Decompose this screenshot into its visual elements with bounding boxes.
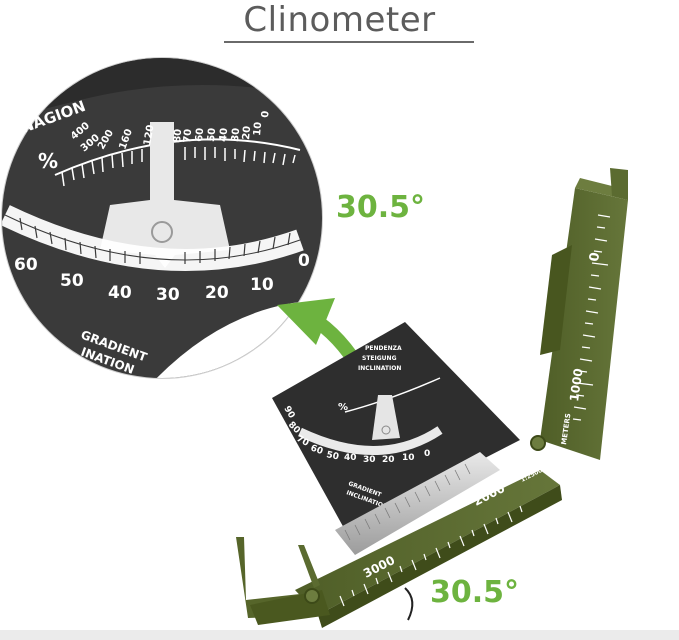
- zoom-degree-labels: 60 50 40 30 20 10 0: [14, 251, 310, 305]
- device-degree-label: 30: [363, 455, 376, 465]
- degree-label: 0: [298, 251, 310, 271]
- degree-label: 10: [250, 275, 274, 295]
- degree-label: 40: [108, 283, 132, 303]
- clinometer-device: 0 1000 METERS PENDENZA STEIGUNG INCLINAT…: [236, 168, 628, 628]
- angle-label-bottom: 30.5°: [430, 575, 520, 610]
- percent-label: 80: [172, 128, 184, 143]
- page-title: Clinometer: [243, 0, 436, 40]
- device-degree-label: 40: [344, 453, 357, 463]
- lid-zero-label: 0: [587, 252, 603, 263]
- device-degree-label: 0: [424, 449, 430, 459]
- percent-label: 10: [252, 121, 264, 136]
- device-degree-label: 60: [309, 443, 324, 457]
- device-header-line: INCLINATION: [358, 365, 401, 372]
- zoom-magnifier: INAGION % 400 300 200 160 120 80 70 60 5…: [1, 57, 323, 379]
- device-degree-label: 20: [382, 455, 395, 465]
- lid-ticks: [572, 214, 611, 421]
- compass-bezel: [335, 452, 500, 555]
- device-percent-symbol: %: [338, 402, 348, 413]
- angle-arc: [404, 587, 414, 621]
- degree-label: 50: [60, 271, 84, 291]
- degree-label: 60: [14, 255, 38, 275]
- device-header-line: STEIGUNG: [362, 355, 397, 362]
- percent-ticks: [61, 147, 296, 187]
- floor-shadow: [0, 630, 679, 640]
- zoom-percent-symbol: %: [38, 149, 58, 173]
- percent-label: 120: [142, 124, 156, 147]
- percent-label: 50: [206, 127, 218, 142]
- base-ticks: [339, 505, 523, 607]
- lid-ruler: 0 1000 METERS: [530, 168, 628, 460]
- percent-label: 30: [230, 127, 242, 142]
- degree-ticks: [19, 217, 291, 264]
- percent-label: 40: [218, 127, 230, 142]
- sight-flaps: [236, 537, 330, 625]
- percent-label: 20: [241, 125, 253, 140]
- lid-thousand-label: 1000: [567, 367, 586, 402]
- device-header-line: PENDENZA: [365, 345, 402, 352]
- percent-label: 70: [182, 128, 194, 143]
- degree-label: 30: [156, 285, 180, 305]
- device-degree-label: 50: [325, 450, 339, 462]
- title-underline: [224, 41, 474, 43]
- angle-label-top: 30.5°: [336, 190, 426, 225]
- base-ruler: 3000 2000 1:25000: [295, 465, 562, 628]
- device-dial: PENDENZA STEIGUNG INCLINATION % 90 80 70…: [272, 322, 520, 530]
- degree-label: 20: [205, 283, 229, 303]
- percent-label: 60: [194, 127, 206, 142]
- percent-label: 0: [260, 110, 272, 118]
- device-degree-label: 10: [402, 453, 415, 463]
